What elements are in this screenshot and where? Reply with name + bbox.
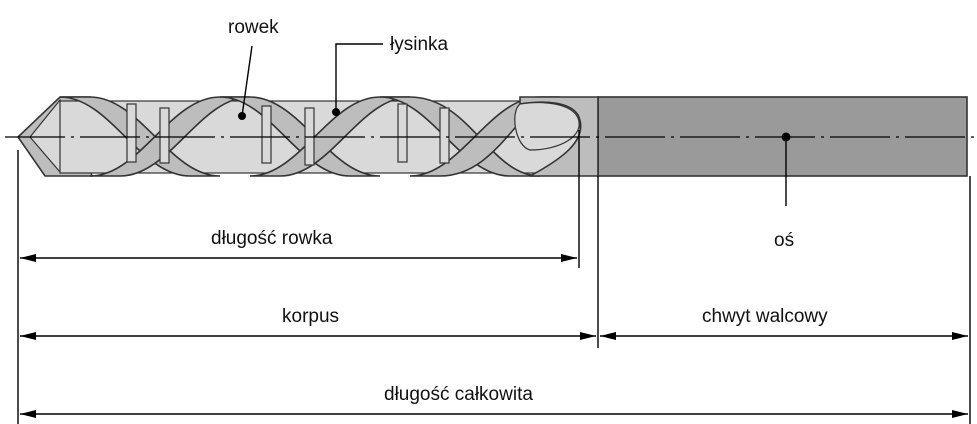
dimension-shank bbox=[600, 332, 968, 340]
label-flute-length: długość rowka bbox=[211, 228, 333, 249]
label-pointers bbox=[238, 43, 383, 120]
dimension-body bbox=[20, 332, 596, 340]
label-land: łysinka bbox=[390, 34, 449, 55]
label-body: korpus bbox=[282, 306, 339, 327]
axis-line bbox=[5, 132, 977, 206]
label-overall-length: długość całkowita bbox=[384, 384, 533, 405]
label-shank: chwyt walcowy bbox=[702, 306, 828, 327]
dimension-overall-length bbox=[20, 410, 968, 418]
label-groove: rowek bbox=[228, 17, 279, 38]
dimension-flute-length bbox=[20, 254, 577, 262]
extension-lines bbox=[17, 130, 971, 424]
label-axis: oś bbox=[774, 230, 794, 251]
